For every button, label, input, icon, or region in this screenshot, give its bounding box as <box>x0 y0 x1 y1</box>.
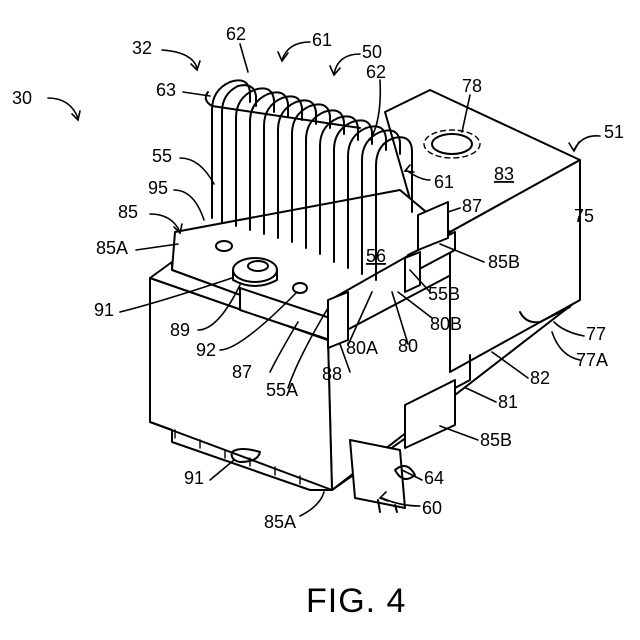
ref-92: 92 <box>196 340 216 360</box>
ref-80: 80 <box>398 336 418 356</box>
ref-32: 32 <box>132 38 152 58</box>
ref-30: 30 <box>12 88 32 108</box>
ref-75: 75 <box>574 206 594 226</box>
ref-87-bottom: 87 <box>232 362 252 382</box>
ref-56: 56 <box>366 246 386 266</box>
ref-61-mid: 61 <box>434 172 454 192</box>
ref-95: 95 <box>148 178 168 198</box>
ref-80a: 80A <box>346 338 378 358</box>
ref-60: 60 <box>422 498 442 518</box>
ref-89: 89 <box>170 320 190 340</box>
ref-77a: 77A <box>576 350 608 370</box>
ref-63: 63 <box>156 80 176 100</box>
ref-62-top: 62 <box>226 24 246 44</box>
ref-77: 77 <box>586 324 606 344</box>
ref-85: 85 <box>118 202 138 222</box>
ref-87-top: 87 <box>462 196 482 216</box>
ref-78: 78 <box>462 76 482 96</box>
ref-64: 64 <box>424 468 444 488</box>
ref-61-top: 61 <box>312 30 332 50</box>
ref-51: 51 <box>604 122 624 142</box>
ref-85b-bottom: 85B <box>480 430 512 450</box>
ref-85b-top: 85B <box>488 252 520 272</box>
ref-85a-top: 85A <box>96 238 128 258</box>
pin-92 <box>293 283 307 293</box>
post-88 <box>328 292 348 348</box>
ref-88: 88 <box>322 364 342 384</box>
ref-85a-bottom: 85A <box>264 512 296 532</box>
ref-55b: 55B <box>428 284 460 304</box>
ref-82: 82 <box>530 368 550 388</box>
figure-caption: FIG. 4 <box>306 582 406 620</box>
ref-50: 50 <box>362 42 382 62</box>
ref-83: 83 <box>494 164 514 184</box>
ref-55a: 55A <box>266 380 298 400</box>
ref-62-mid: 62 <box>366 62 386 82</box>
ref-81: 81 <box>498 392 518 412</box>
ref-55: 55 <box>152 146 172 166</box>
ref-91-bottom: 91 <box>184 468 204 488</box>
pin-95 <box>216 241 232 251</box>
housing-body <box>150 90 580 490</box>
ref-80b: 80B <box>430 314 462 334</box>
ref-91-top: 91 <box>94 300 114 320</box>
